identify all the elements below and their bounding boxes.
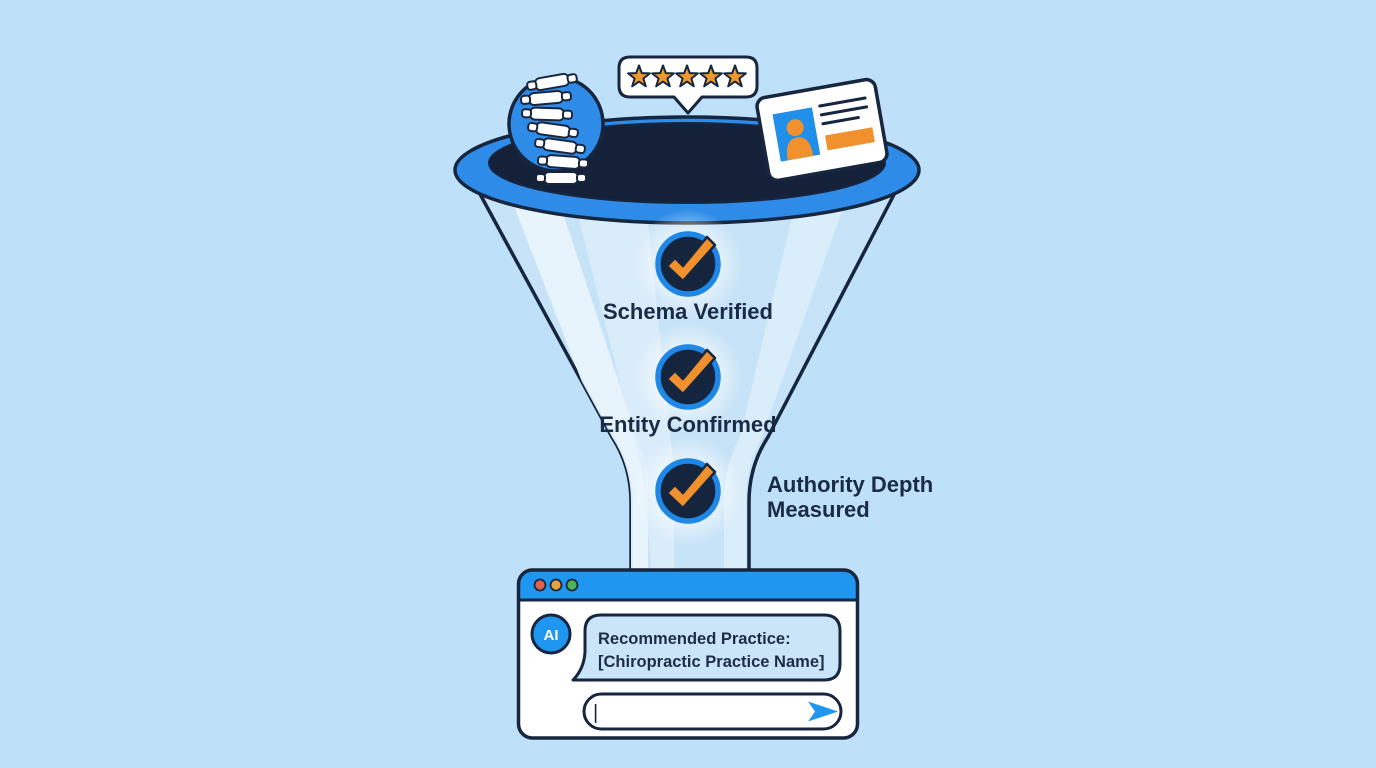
traffic-light-red[interactable]	[533, 578, 547, 592]
chat-input[interactable]: |	[582, 692, 843, 731]
chat-bubble: Recommended Practice: [Chiropractic Prac…	[571, 613, 842, 682]
browser-window: AI Recommended Practice: [Chiropractic P…	[516, 568, 860, 740]
step-label-authority-line1: Authority Depth	[767, 472, 933, 497]
traffic-light-yellow[interactable]	[549, 578, 563, 592]
checkmark-icon	[665, 348, 717, 396]
id-card-icon	[755, 77, 889, 183]
step-label-schema: Schema Verified	[603, 299, 773, 324]
check-badge-entity	[633, 322, 743, 432]
checkmark-icon	[665, 462, 717, 510]
ai-avatar-label: AI	[544, 627, 559, 644]
text-cursor: |	[593, 702, 598, 724]
step-label-entity: Entity Confirmed	[599, 412, 776, 437]
check-badge-authority	[633, 436, 743, 546]
check-badge-schema	[633, 209, 743, 319]
checkmark-icon	[665, 235, 717, 283]
send-icon[interactable]	[808, 701, 838, 722]
chat-message-line1: Recommended Practice:	[598, 630, 791, 648]
ai-avatar: AI	[530, 613, 572, 655]
chat-message-line2: [Chiropractic Practice Name]	[598, 653, 825, 671]
five-star-badge	[617, 55, 759, 115]
traffic-light-green[interactable]	[565, 578, 579, 592]
spine-badge	[507, 70, 605, 185]
window-title-bar	[518, 570, 858, 600]
step-label-authority-line2: Measured	[767, 497, 870, 522]
